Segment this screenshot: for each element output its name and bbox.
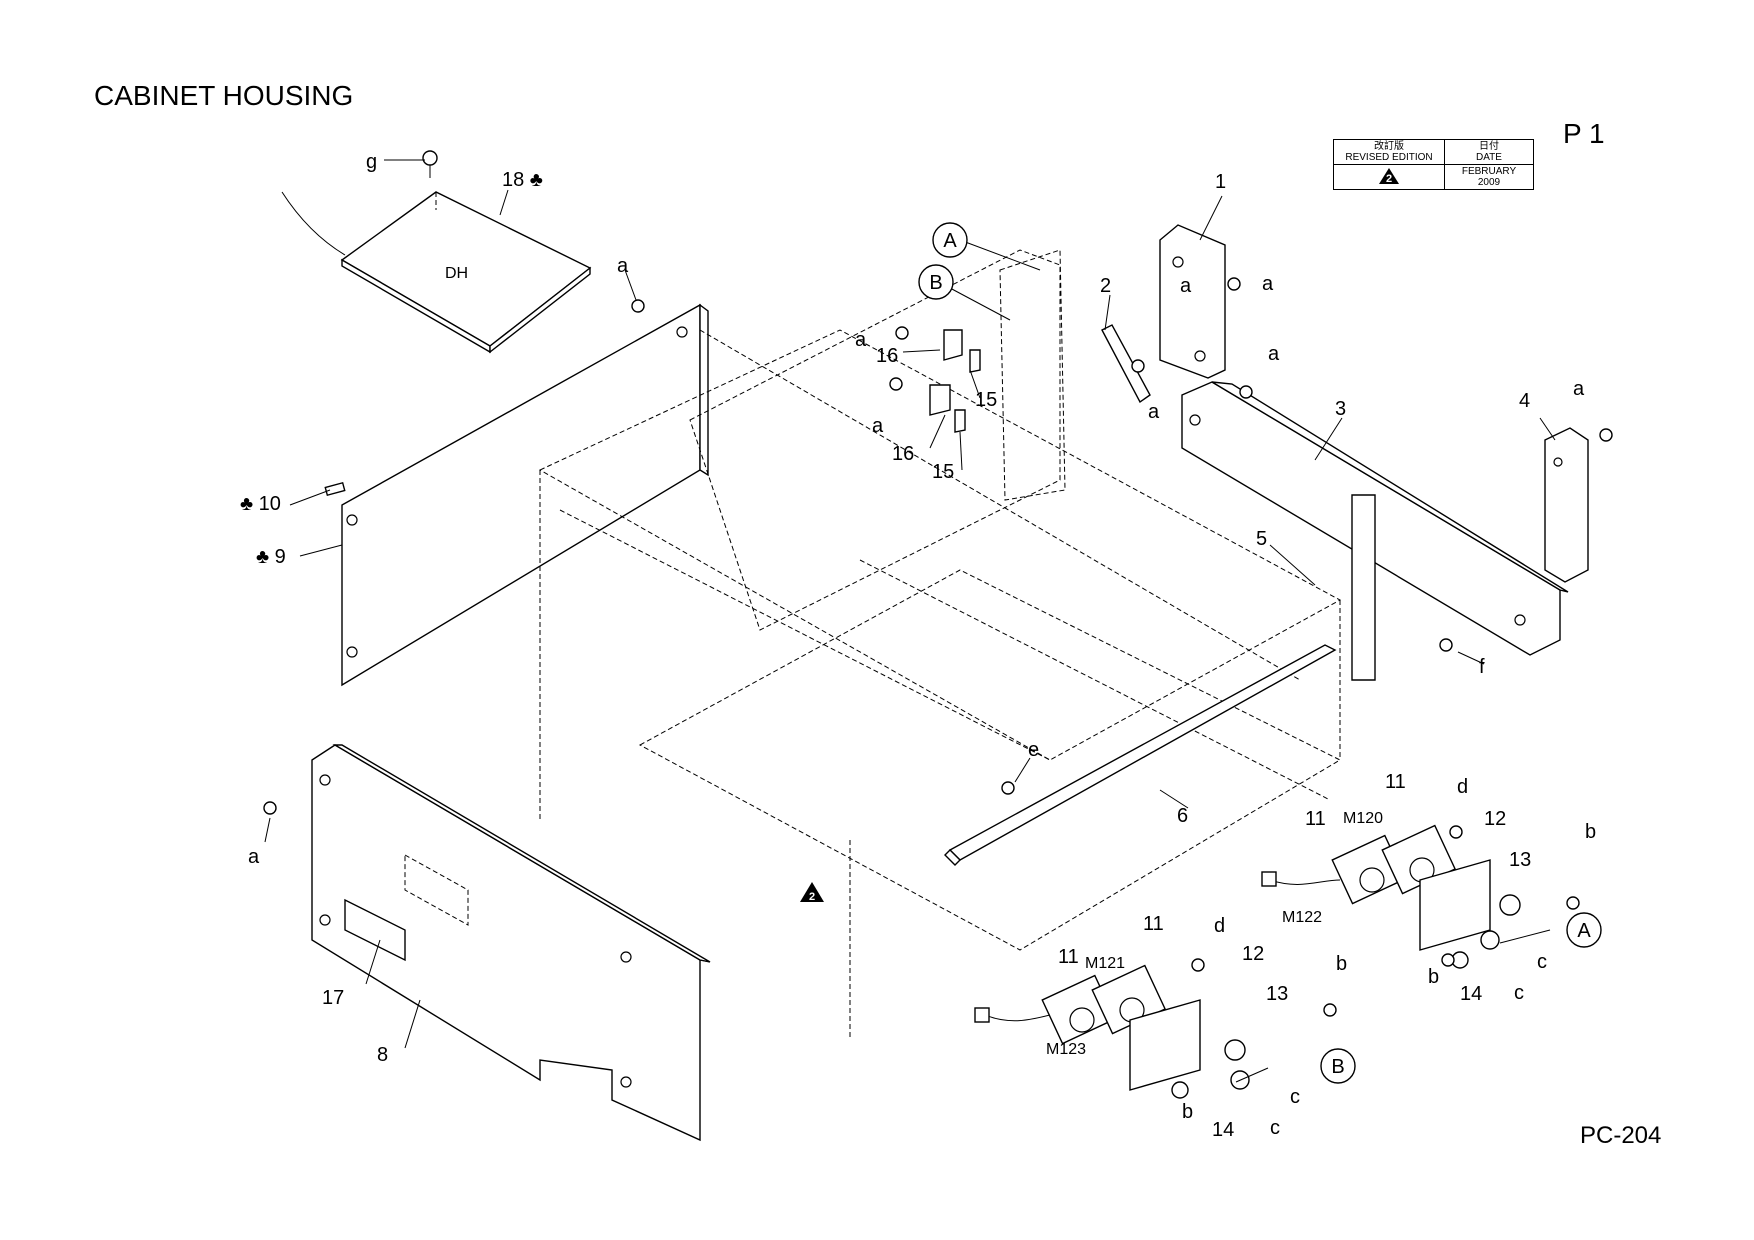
m123-label: M123 xyxy=(1046,1041,1086,1058)
callout-18: 18 ♣ xyxy=(502,169,543,191)
callout-a-top: A xyxy=(932,222,968,258)
callout-16b: 16 xyxy=(892,443,914,465)
callout-b-bottom: B xyxy=(1320,1048,1356,1084)
callout-a1: a xyxy=(617,255,629,277)
callout-13a: 13 xyxy=(1509,849,1531,871)
callout-g: g xyxy=(366,151,377,173)
callout-f: f xyxy=(1479,656,1485,678)
m120-label: M120 xyxy=(1343,810,1383,827)
callout-11a: 11 xyxy=(1385,771,1406,793)
callout-c1: c xyxy=(1537,951,1547,973)
rail xyxy=(944,644,1337,866)
callout-8: 8 xyxy=(377,1044,388,1066)
callout-c2: c xyxy=(1514,982,1524,1004)
motor-assembly-b xyxy=(974,964,1250,1099)
callout-a3: a xyxy=(872,415,884,437)
callout-1: 1 xyxy=(1215,171,1226,193)
bracket-group xyxy=(929,324,1151,433)
callout-12a: 12 xyxy=(1484,808,1506,830)
callout-14a: 14 xyxy=(1460,983,1482,1005)
callout-16a: 16 xyxy=(876,345,898,367)
revision-mark-icon: 2 xyxy=(800,882,824,903)
callout-d2: d xyxy=(1214,915,1225,937)
callout-a6: a xyxy=(1268,343,1280,365)
callout-b3: b xyxy=(1336,953,1347,975)
callout-13b: 13 xyxy=(1266,983,1288,1005)
callout-17: 17 xyxy=(322,987,344,1009)
callout-b4: b xyxy=(1182,1101,1193,1123)
callout-2: 2 xyxy=(1100,275,1111,297)
dh-label: DH xyxy=(445,265,468,282)
callout-15a: 15 xyxy=(975,389,997,411)
svg-text:B: B xyxy=(929,272,942,294)
svg-text:A: A xyxy=(1577,920,1591,942)
m122-label: M122 xyxy=(1282,909,1322,926)
callout-d1: d xyxy=(1457,776,1468,798)
callout-11c: 11 xyxy=(1143,913,1164,935)
front-panel xyxy=(311,744,711,1142)
callout-12b: 12 xyxy=(1242,943,1264,965)
model-number: PC-204 xyxy=(1580,1122,1662,1149)
callout-a2: a xyxy=(855,329,867,351)
callout-a7: a xyxy=(1573,378,1585,400)
callout-a-right: A xyxy=(1566,912,1602,948)
callout-a9: a xyxy=(1180,275,1192,297)
right-parts xyxy=(1159,224,1589,681)
revision-triangle-icon: 2 xyxy=(1379,167,1399,185)
svg-text:2: 2 xyxy=(1386,173,1392,185)
revision-date: FEBRUARY 2009 xyxy=(1444,164,1534,190)
callout-11d: 11 xyxy=(1058,946,1079,968)
edition-mark: 2 xyxy=(1333,164,1445,190)
dh-unit: DH xyxy=(281,191,592,354)
page-number: P 1 xyxy=(1563,118,1605,149)
callout-e: e xyxy=(1028,739,1039,761)
callout-c4: c xyxy=(1270,1117,1280,1139)
svg-text:B: B xyxy=(1331,1056,1344,1078)
callout-14b: 14 xyxy=(1212,1119,1234,1141)
svg-text:A: A xyxy=(943,230,957,252)
callout-a4: a xyxy=(1148,401,1160,423)
callout-9: ♣ 9 xyxy=(256,546,286,568)
callout-3: 3 xyxy=(1335,398,1346,420)
callout-10: ♣ 10 xyxy=(240,493,281,515)
svg-text:2: 2 xyxy=(809,891,815,903)
callout-b2: b xyxy=(1428,966,1439,988)
left-panel xyxy=(324,303,709,687)
main-frame xyxy=(538,249,1342,1040)
page-title: CABINET HOUSING xyxy=(94,80,354,111)
callout-c3: c xyxy=(1290,1086,1300,1108)
callout-15b: 15 xyxy=(932,461,954,483)
screws xyxy=(263,150,1613,1017)
motor-assembly-a xyxy=(1261,824,1521,969)
callout-4: 4 xyxy=(1519,390,1530,412)
callout-b1: b xyxy=(1585,821,1596,843)
callout-a8: a xyxy=(248,846,260,868)
callout-5: 5 xyxy=(1256,528,1267,550)
m121-label: M121 xyxy=(1085,955,1125,972)
callout-11b: 11 xyxy=(1305,808,1326,830)
callout-6: 6 xyxy=(1177,805,1188,827)
callout-b-top: B xyxy=(918,264,954,300)
callout-a5: a xyxy=(1262,273,1274,295)
revision-table: 改訂版 REVISED EDITION 日付 DATE 2 FEBRUARY 2… xyxy=(1333,139,1534,190)
leader-lines xyxy=(264,159,1556,1083)
